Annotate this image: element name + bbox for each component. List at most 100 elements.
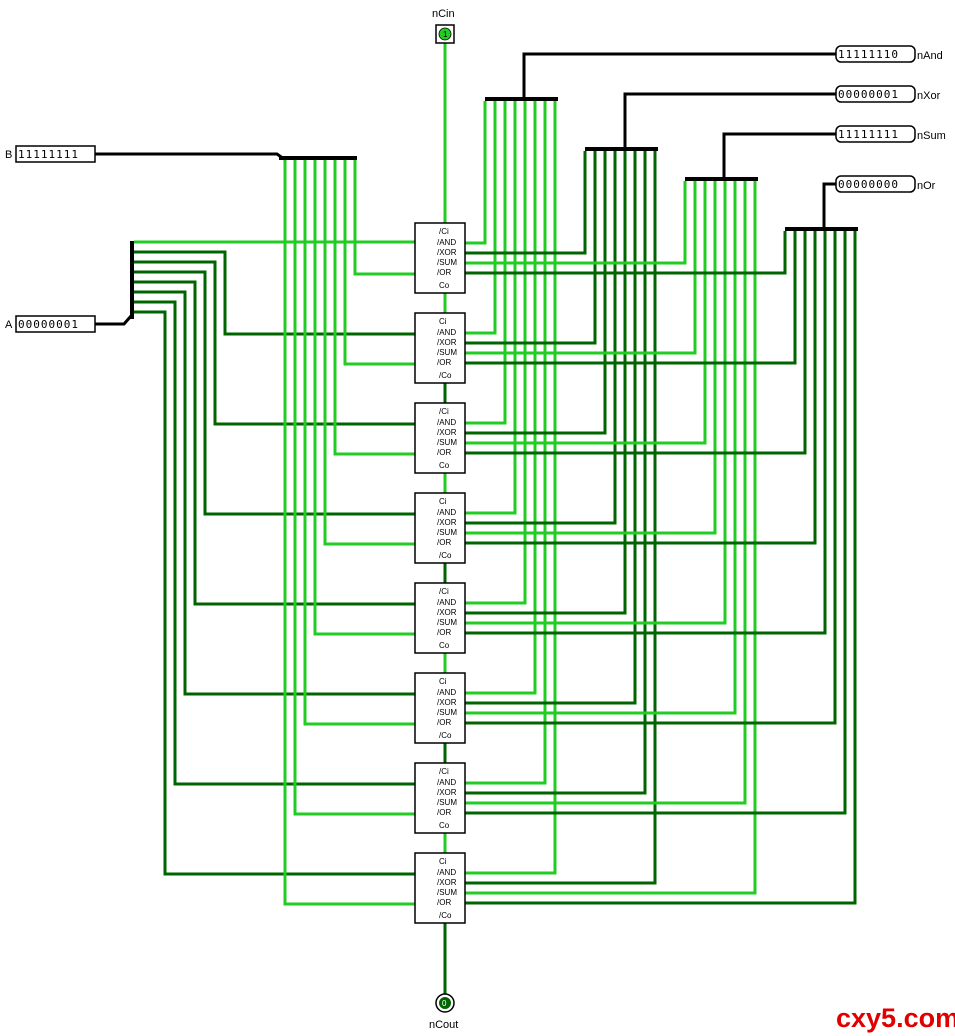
alu-pin-label: /AND — [437, 508, 456, 517]
wire-a-bit — [134, 250, 415, 336]
alu-pin-label: /AND — [437, 688, 456, 697]
alu-pin-label: Ci — [439, 497, 447, 506]
input-b[interactable]: B 11111111 — [5, 145, 96, 163]
wire-out-xor — [465, 151, 607, 435]
alu-pin-label: /XOR — [437, 788, 457, 797]
alu-cell-box — [414, 222, 466, 294]
wire-out-and — [465, 101, 557, 875]
wire-out-or — [465, 231, 797, 365]
wire-b-bit — [343, 160, 415, 366]
wire-out-or — [465, 231, 837, 725]
alu-pin-label: Co — [439, 461, 450, 470]
alu-pin-label: /OR — [437, 808, 451, 817]
input-a[interactable]: A 00000001 — [5, 315, 96, 333]
alu-pin-label: /SUM — [437, 258, 457, 267]
input-b-label: B — [5, 149, 12, 161]
wire-a-bit — [134, 290, 415, 696]
wire-bus-a — [95, 315, 133, 326]
alu-cell-box — [414, 852, 466, 924]
wire-out-or — [465, 231, 787, 275]
alu-cell-layer: /Ci/AND/XOR/SUM/ORCoCi/AND/XOR/SUM/OR/Co… — [414, 222, 466, 924]
output-nxor-value: 00000001 — [838, 88, 899, 101]
input-ncin[interactable]: nCin 1 — [432, 8, 455, 44]
alu-cell: Ci/AND/XOR/SUM/OR/Co — [414, 852, 466, 924]
wire-b-bit — [303, 160, 415, 726]
input-ncin-led — [438, 27, 452, 41]
alu-pin-label: /AND — [437, 418, 456, 427]
alu-pin-label: /AND — [437, 778, 456, 787]
alu-pin-label: Ci — [439, 317, 447, 326]
alu-pin-label: /Co — [439, 911, 452, 920]
wire-out-xor — [465, 151, 617, 525]
output-nor: 00000000 nOr — [835, 175, 936, 193]
wire-out-xor — [465, 151, 627, 615]
alu-pin-label: /OR — [437, 448, 451, 457]
wire-out-sum — [465, 181, 757, 895]
output-nsum-label: nSum — [917, 130, 946, 142]
wire-b-bit — [333, 160, 415, 456]
wire-out-sum — [465, 181, 717, 535]
output-ncout-led — [439, 997, 451, 1009]
splitter-layer — [130, 97, 858, 319]
wire-out-and — [465, 101, 517, 515]
alu-cell: Ci/AND/XOR/SUM/OR/Co — [414, 312, 466, 384]
wire-out-sum — [465, 181, 687, 265]
wire-out-sum — [465, 181, 737, 715]
alu-pin-label: /AND — [437, 238, 456, 247]
wire-bus-and — [522, 52, 860, 97]
alu-cell-box — [414, 762, 466, 834]
alu-cell-box — [414, 672, 466, 744]
input-b-box[interactable] — [15, 145, 96, 163]
alu-pin-label: /OR — [437, 268, 451, 277]
input-a-label: A — [5, 319, 13, 331]
splitter-or — [785, 227, 858, 231]
input-ncin-value: 1 — [443, 30, 448, 39]
wire-out-or — [465, 231, 827, 635]
wire-b-bit — [283, 160, 415, 906]
alu-pin-label: Ci — [439, 857, 447, 866]
alu-pin-label: Co — [439, 641, 450, 650]
alu-cell-box — [414, 312, 466, 384]
wire-out-or — [465, 231, 857, 905]
alu-pin-label: /XOR — [437, 518, 457, 527]
wire-out-or — [465, 231, 847, 815]
alu-cell: Ci/AND/XOR/SUM/OR/Co — [414, 672, 466, 744]
alu-cell-box — [414, 582, 466, 654]
alu-pin-label: /SUM — [437, 708, 457, 717]
alu-pin-label: /SUM — [437, 438, 457, 447]
output-nxor: 00000001 nXor — [835, 85, 941, 103]
wire-b-bit — [293, 160, 415, 816]
splitter-and — [485, 97, 558, 101]
output-nsum-value: 11111111 — [838, 128, 899, 141]
alu-pin-label: /XOR — [437, 878, 457, 887]
output-nxor-label: nXor — [917, 90, 941, 102]
alu-pin-label: /Ci — [439, 407, 449, 416]
alu-pin-label: /OR — [437, 718, 451, 727]
alu-pin-label: /OR — [437, 538, 451, 547]
watermark: cxy5.com — [836, 1003, 955, 1033]
splitter-b — [279, 156, 357, 160]
wire-bus-or — [822, 182, 836, 227]
output-ncout-value: 0 — [442, 999, 447, 1008]
input-ncin-label: nCin — [432, 8, 455, 20]
wire-out-and — [465, 101, 547, 785]
alu-pin-label: Ci — [439, 677, 447, 686]
alu-pin-label: /XOR — [437, 428, 457, 437]
alu-pin-label: /AND — [437, 598, 456, 607]
wire-out-and — [465, 101, 507, 425]
alu-pin-label: /OR — [437, 358, 451, 367]
alu-pin-label: /Co — [439, 371, 452, 380]
wire-b-bit — [313, 160, 415, 636]
wire-out-sum — [465, 181, 727, 625]
wire-layer — [95, 42, 860, 994]
alu-pin-label: /SUM — [437, 888, 457, 897]
alu-pin-label: /OR — [437, 628, 451, 637]
output-nand-box — [835, 45, 916, 63]
wire-out-xor — [465, 151, 587, 255]
output-nand-value: 11111110 — [838, 48, 899, 61]
wire-bus-sum — [722, 132, 836, 177]
alu-pin-label: /AND — [437, 328, 456, 337]
alu-pin-label: /Ci — [439, 227, 449, 236]
input-a-box[interactable] — [15, 315, 96, 333]
